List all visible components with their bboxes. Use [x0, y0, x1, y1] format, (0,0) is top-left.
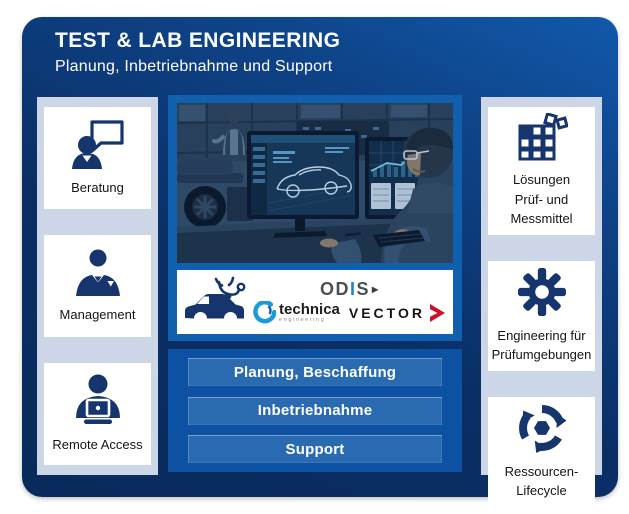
label-line2: Prüf- und Messmittel — [510, 191, 573, 227]
card-label: Management — [59, 306, 136, 322]
technica-name: technica — [279, 300, 340, 318]
businessman-suit-icon — [71, 248, 125, 296]
card-beratung: Beratung — [44, 107, 151, 209]
technica-wordmark: technica engineering — [279, 302, 340, 324]
person-laptop-icon — [71, 374, 125, 426]
car-stethoscope-icon — [183, 276, 249, 328]
module-grid-icon — [516, 113, 568, 161]
brand-row: technica engineering VECTOR — [252, 300, 446, 325]
card-label: Beratung — [71, 179, 124, 195]
slide-card: TEST & LAB ENGINEERING Planung, Inbetrie… — [22, 17, 618, 507]
odis-text-blue: I — [349, 278, 357, 299]
step-inbetriebnahme: Inbetriebnahme — [188, 396, 442, 425]
page-title: TEST & LAB ENGINEERING — [55, 29, 341, 52]
odis-text-gray: OD — [319, 278, 350, 299]
technica-sub: engineering — [279, 317, 326, 323]
step-support: Support — [188, 435, 442, 463]
left-column: Beratung Management — [37, 97, 158, 475]
step-planung-beschaffung: Planung, Beschaffung — [188, 358, 442, 386]
card-management: Management — [44, 235, 151, 337]
lifecycle-cycle-icon — [517, 403, 567, 453]
process-panel: Planung, Beschaffung Inbetriebnahme Supp… — [168, 349, 462, 472]
label-line1: Ressourcen-Lifecycle — [504, 463, 579, 499]
card-label: Ressourcen-Lifecycle — [490, 462, 593, 501]
technica-logo: technica engineering — [252, 300, 340, 325]
label-line1: Engineering für — [497, 327, 586, 343]
consulting-speech-bubble-person-icon — [71, 119, 125, 169]
odis-text-gray2: S — [356, 278, 370, 299]
page-subtitle: Planung, Inbetriebnahme und Support — [55, 58, 333, 75]
odis-arrow-icon: ▸ — [372, 281, 379, 296]
vector-chevron-icon — [429, 303, 446, 323]
card-remote-access: Remote Access — [44, 363, 151, 465]
vector-wordmark: VECTOR — [348, 304, 425, 321]
header: TEST & LAB ENGINEERING Planung, Inbetrie… — [55, 29, 340, 76]
card-label: Remote Access — [52, 436, 143, 452]
gear-icon — [517, 267, 567, 317]
vector-logo: VECTOR — [349, 303, 446, 323]
card-lifecycle: Ressourcen-Lifecycle — [488, 396, 595, 507]
engineer-workstation-photo — [177, 103, 453, 263]
label-line2: Prüfumgebungen — [491, 347, 592, 362]
label-line1: Lösungen — [512, 172, 571, 187]
technica-swirl-icon — [252, 300, 277, 325]
